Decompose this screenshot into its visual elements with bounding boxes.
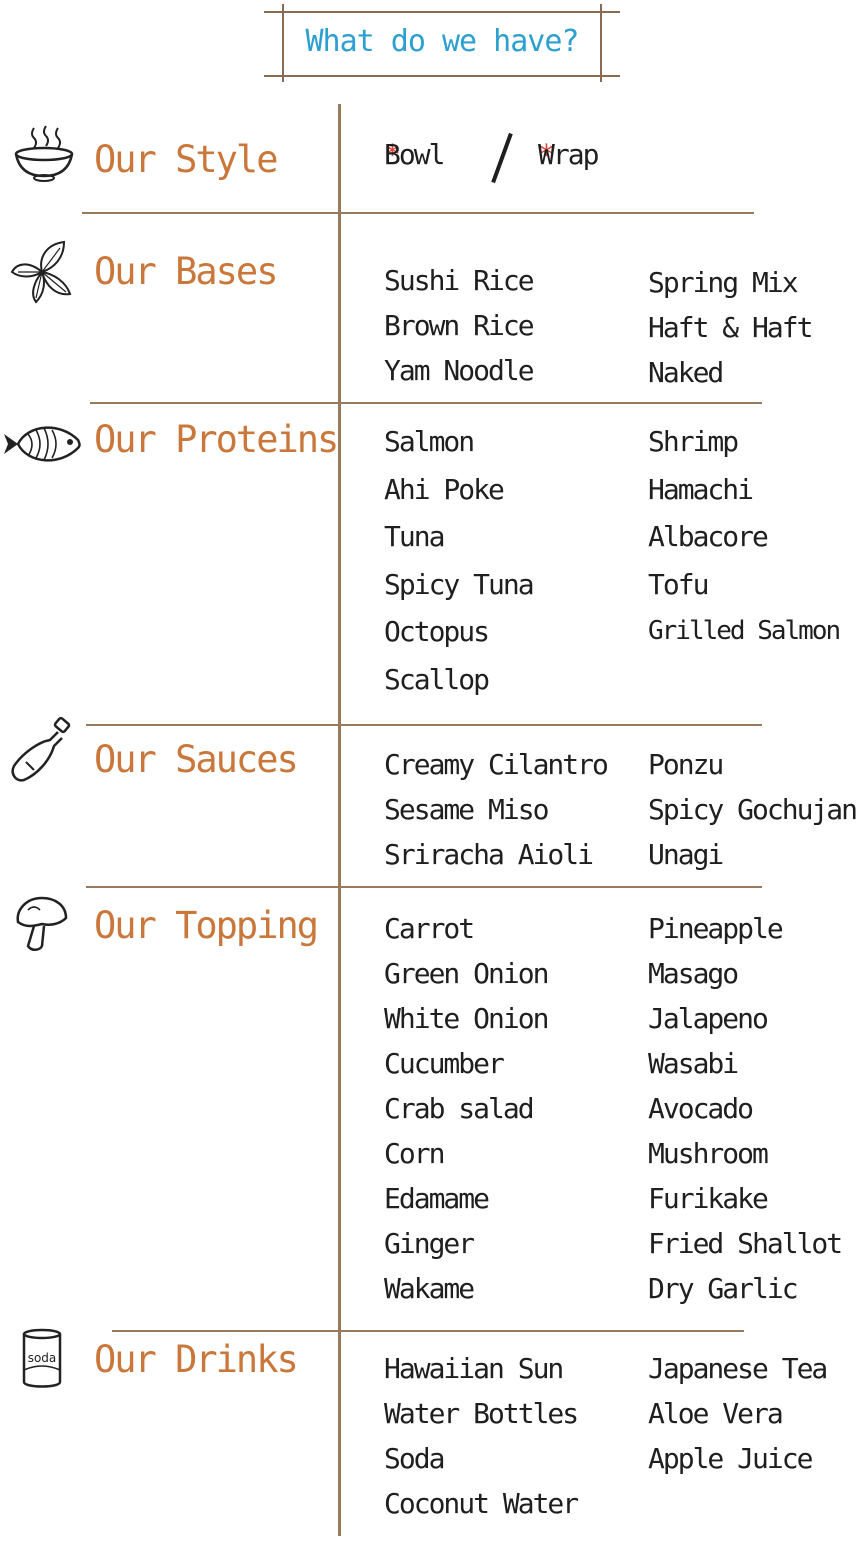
category-title-proteins: Our Proteins xyxy=(94,418,339,461)
category-title-sauces: Our Sauces xyxy=(94,738,299,781)
list-item: Wakame xyxy=(384,1272,475,1305)
soda-can-label: soda xyxy=(28,1351,57,1365)
list-item: Haft & Haft xyxy=(648,311,813,344)
list-item: Wasabi xyxy=(648,1047,739,1080)
list-item: Soda xyxy=(384,1442,445,1475)
bases-col-1: Sushi Rice Brown Rice Yam Noodle xyxy=(384,258,535,393)
leaf-icon xyxy=(10,240,72,304)
list-item: Albacore xyxy=(648,520,769,554)
mushroom-icon xyxy=(16,896,68,951)
list-item: Naked xyxy=(648,356,724,389)
list-item: Carrot xyxy=(384,912,475,945)
section-divider xyxy=(86,724,762,726)
list-item: Water Bottles xyxy=(384,1397,579,1430)
sauces-col-1: Creamy Cilantro Sesame Miso Sriracha Aio… xyxy=(384,742,609,877)
list-item: Crab salad xyxy=(384,1092,535,1125)
marker-star: * xyxy=(384,138,401,171)
list-item: Ahi Poke xyxy=(384,472,505,506)
topping-col-1: Carrot Green Onion White Onion Cucumber … xyxy=(384,906,549,1311)
category-title-style: Our Style xyxy=(94,138,278,181)
style-option-wrap: Wrap xyxy=(538,138,599,171)
list-item: Hawaiian Sun xyxy=(384,1352,564,1385)
list-item: Shrimp xyxy=(648,425,739,458)
list-item: Japanese Tea xyxy=(648,1352,828,1385)
list-item: Sushi Rice xyxy=(384,264,535,297)
category-title-topping: Our Topping xyxy=(94,904,319,947)
list-item: Furikake xyxy=(648,1182,769,1215)
list-item: Green Onion xyxy=(384,957,549,990)
list-item: Mushroom xyxy=(648,1137,769,1170)
proteins-col-1: Salmon Ahi Poke Tuna Spicy Tuna Octopus … xyxy=(384,418,535,704)
list-item: Spicy Tuna xyxy=(384,567,535,601)
list-item: Sriracha Aioli xyxy=(384,838,594,871)
list-item: Avocado xyxy=(648,1092,754,1125)
bases-col-2: Spring Mix Haft & Haft Naked xyxy=(648,260,813,395)
bowl-icon xyxy=(14,125,74,182)
section-divider xyxy=(90,402,762,404)
list-item: Aloe Vera xyxy=(648,1397,784,1430)
category-title-bases: Our Bases xyxy=(94,250,278,293)
bottle-icon xyxy=(11,716,71,782)
list-item: Creamy Cilantro xyxy=(384,748,609,781)
column-divider xyxy=(338,104,341,1536)
list-item: Cucumber xyxy=(384,1047,505,1080)
list-item: Scallop xyxy=(384,662,490,696)
page-title: What do we have? xyxy=(305,24,580,59)
list-item: Tofu xyxy=(648,567,709,601)
list-item: Apple Juice xyxy=(648,1442,813,1475)
list-item: Brown Rice xyxy=(384,309,535,342)
list-item: Dry Garlic xyxy=(648,1272,799,1305)
topping-col-2: Pineapple Masago Jalapeno Wasabi Avocado… xyxy=(648,906,843,1311)
list-item: Spicy Gochujang xyxy=(648,793,856,826)
title-frame: What do we have? xyxy=(264,4,620,82)
list-item: Tuna xyxy=(384,520,445,554)
list-item: Unagi xyxy=(648,838,724,871)
section-divider xyxy=(86,886,762,888)
fish-icon xyxy=(4,426,81,462)
list-item: Sesame Miso xyxy=(384,793,549,826)
list-item: Pineapple xyxy=(648,912,784,945)
list-item: White Onion xyxy=(384,1002,549,1035)
list-item: Salmon xyxy=(384,425,475,458)
list-item: Spring Mix xyxy=(648,266,799,299)
list-item: Corn xyxy=(384,1137,445,1170)
sauces-col-2: Ponzu Spicy Gochujang Unagi xyxy=(648,742,856,877)
list-item: Ginger xyxy=(384,1227,475,1260)
drinks-col-1: Hawaiian Sun Water Bottles Soda Coconut … xyxy=(384,1346,579,1526)
list-item: Jalapeno xyxy=(648,1002,769,1035)
marker-star: * xyxy=(538,138,555,171)
list-item: Fried Shallot xyxy=(648,1227,843,1260)
category-title-drinks: Our Drinks xyxy=(94,1338,299,1381)
list-item: Ponzu xyxy=(648,748,724,781)
drinks-col-2: Japanese Tea Aloe Vera Apple Juice xyxy=(648,1346,828,1481)
list-item: Hamachi xyxy=(648,472,754,506)
section-divider xyxy=(82,212,754,214)
section-divider xyxy=(112,1330,744,1332)
style-option-bowl: Bowl xyxy=(384,138,445,171)
list-item: Masago xyxy=(648,957,739,990)
list-item: Edamame xyxy=(384,1182,490,1215)
soda-can-icon: soda xyxy=(22,1328,62,1388)
slash-separator xyxy=(491,132,513,184)
proteins-col-2: Shrimp Hamachi Albacore Tofu Grilled Sal… xyxy=(648,418,841,656)
list-item: Yam Noodle xyxy=(384,354,535,387)
list-item: Octopus xyxy=(384,615,490,649)
list-item: Grilled Salmon xyxy=(648,616,841,647)
list-item: Coconut Water xyxy=(384,1487,579,1520)
